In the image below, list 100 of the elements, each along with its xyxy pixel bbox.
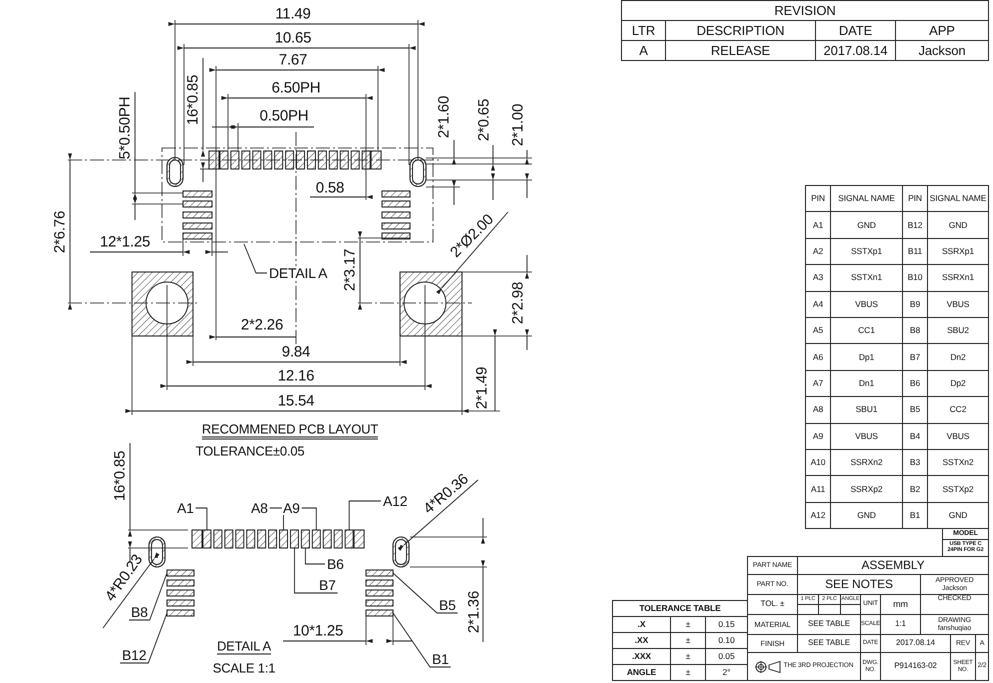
field-value: SEE NOTES — [825, 578, 893, 591]
pin-number: B5 — [910, 405, 920, 414]
pin-number: A2 — [812, 247, 824, 256]
pin-callout: B1 — [431, 652, 450, 666]
pin-number: A10 — [810, 458, 826, 468]
leader-line — [294, 548, 338, 594]
pin-number: A3 — [812, 273, 824, 282]
leader-line — [392, 612, 452, 668]
contact-pad — [300, 530, 310, 548]
pin-callout: B12 — [121, 648, 148, 662]
dimension-label: 2*2.98 — [510, 282, 526, 324]
dimension-label: 2*1.60 — [436, 96, 452, 138]
pin-callout: A1 — [176, 501, 195, 515]
signal-name: GND — [857, 220, 876, 230]
pin-number: A7 — [812, 379, 824, 388]
tolerance-value: 0.05 — [718, 652, 735, 661]
pin-number: A9 — [812, 432, 824, 441]
pin-number: B7 — [910, 352, 920, 362]
contact-pad — [166, 610, 194, 616]
field-label: TOL. ± — [760, 600, 784, 609]
contact-pad — [166, 570, 194, 576]
dimension-label: 2*1.00 — [510, 104, 526, 146]
tolerance-class: ANGLE — [626, 668, 656, 677]
dimension-label: 12*1.25 — [100, 234, 150, 250]
column-heading: LTR — [632, 24, 656, 38]
pin-number: A4 — [812, 300, 824, 309]
scale-note: SCALE 1:1 — [212, 662, 276, 674]
signal-name: VBUS — [946, 432, 970, 441]
leader-line — [348, 500, 382, 530]
signal-name: Dp1 — [858, 352, 874, 362]
tolerance-note: TOLERANCE±0.05 — [196, 444, 304, 458]
leader-line — [195, 508, 208, 530]
table-title: TOLERANCE TABLE — [639, 604, 721, 613]
contact-pad — [202, 530, 212, 548]
field-value: SEE TABLE — [808, 639, 850, 648]
contact-pad — [279, 530, 288, 548]
pin-number: A8 — [812, 405, 824, 414]
signal-name: SSRXn2 — [850, 458, 882, 468]
field-value: SEE TABLE — [808, 620, 850, 629]
pin-number: B6 — [910, 379, 920, 388]
dimension-label: 11.49 — [275, 6, 311, 22]
pin-number: B12 — [908, 220, 922, 230]
pin-number: A11 — [810, 484, 826, 494]
dimension-label: 0.50PH — [260, 108, 308, 124]
dimension-label: 15.54 — [278, 394, 314, 408]
dimension-label: 5*0.50PH — [118, 96, 132, 160]
signal-name: GND — [948, 511, 968, 520]
pin-callout: DETAIL A — [268, 266, 328, 280]
pin-number: B11 — [908, 247, 922, 256]
signal-name: VBUS — [855, 432, 878, 441]
signal-name: SSRXn1 — [942, 273, 974, 282]
signal-name: VBUS — [855, 300, 878, 309]
plus-minus-sign: ± — [686, 652, 690, 661]
pin-callout: B8 — [130, 605, 149, 619]
column-heading: SIGNAL NAME — [838, 194, 895, 204]
pin-callout: B7 — [318, 578, 337, 592]
revision-entry: A — [639, 44, 648, 58]
column-heading: SIGNAL NAME — [930, 194, 986, 204]
field-value: P914163-02 — [894, 662, 937, 671]
signal-name: SBU2 — [947, 326, 969, 336]
dimension-label: 7.67 — [278, 52, 308, 68]
contact-pad — [312, 530, 321, 548]
dimension-label: 12.16 — [278, 368, 314, 384]
leader-line — [128, 572, 168, 620]
signal-name: Dn1 — [858, 379, 874, 388]
dimension-label: 2*0.65 — [476, 98, 492, 142]
tolerance-value: 2° — [722, 668, 730, 677]
signal-name: VBUS — [946, 300, 970, 309]
pin-number: A5 — [812, 326, 824, 336]
contact-pad — [366, 570, 394, 576]
dimension-label: 2*6.76 — [52, 210, 68, 254]
table-title: REVISION — [774, 4, 836, 18]
pin-number: B4 — [910, 432, 920, 441]
leader-line — [392, 572, 458, 614]
plus-minus-sign: ± — [686, 620, 690, 629]
column-heading: APP — [929, 24, 955, 38]
pin-number: B9 — [910, 300, 920, 309]
dimension-label: 16*0.85 — [186, 74, 200, 126]
pin-number: A6 — [812, 352, 824, 362]
signal-name: CC1 — [858, 326, 875, 336]
dimension-label: 2*3.17 — [342, 248, 358, 292]
dimension-label: 2*2.26 — [240, 318, 284, 332]
pin-number: B10 — [908, 273, 922, 282]
signal-name: SBU1 — [856, 405, 878, 414]
contact-pad — [366, 610, 394, 616]
dimension-label: 10*1.25 — [292, 624, 344, 638]
dimension-label: 2*1.49 — [474, 366, 490, 410]
dimension-label: 2*1.36 — [466, 590, 482, 634]
dimension-label: 6.50PH — [272, 80, 320, 96]
tolerance-class: .XX — [634, 636, 648, 645]
revision-entry: Jackson — [918, 44, 966, 58]
tolerance-class: .X — [638, 620, 646, 629]
signal-name: SSTXp2 — [942, 484, 974, 494]
revision-entry: 2017.08.14 — [823, 44, 888, 58]
plus-minus-sign: ± — [686, 668, 690, 677]
signal-name: SSTXn2 — [942, 458, 974, 468]
contact-pad — [344, 530, 354, 548]
pin-number: A12 — [810, 511, 826, 520]
pin-number: B8 — [910, 326, 920, 336]
plus-minus-sign: ± — [686, 636, 690, 645]
